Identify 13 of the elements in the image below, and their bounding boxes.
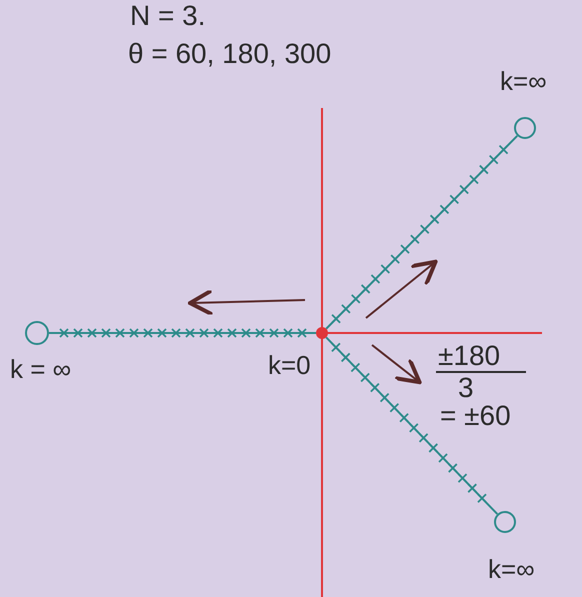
gain-label: k=∞ <box>488 556 535 582</box>
gain-label: k=∞ <box>500 68 547 94</box>
angle-calculation: 3 <box>458 374 474 402</box>
gain-label: k=0 <box>268 352 311 378</box>
angle-calculation: ±180 <box>438 342 500 370</box>
zero-marker <box>25 321 49 345</box>
angle-calculation: = ±60 <box>440 402 511 430</box>
zero-marker <box>514 117 536 139</box>
origin-point <box>316 327 328 339</box>
zero-marker <box>494 511 516 533</box>
equation-text: θ = 60, 180, 300 <box>128 40 332 68</box>
equation-text: N = 3. <box>130 2 206 30</box>
gain-label: k = ∞ <box>10 356 72 382</box>
